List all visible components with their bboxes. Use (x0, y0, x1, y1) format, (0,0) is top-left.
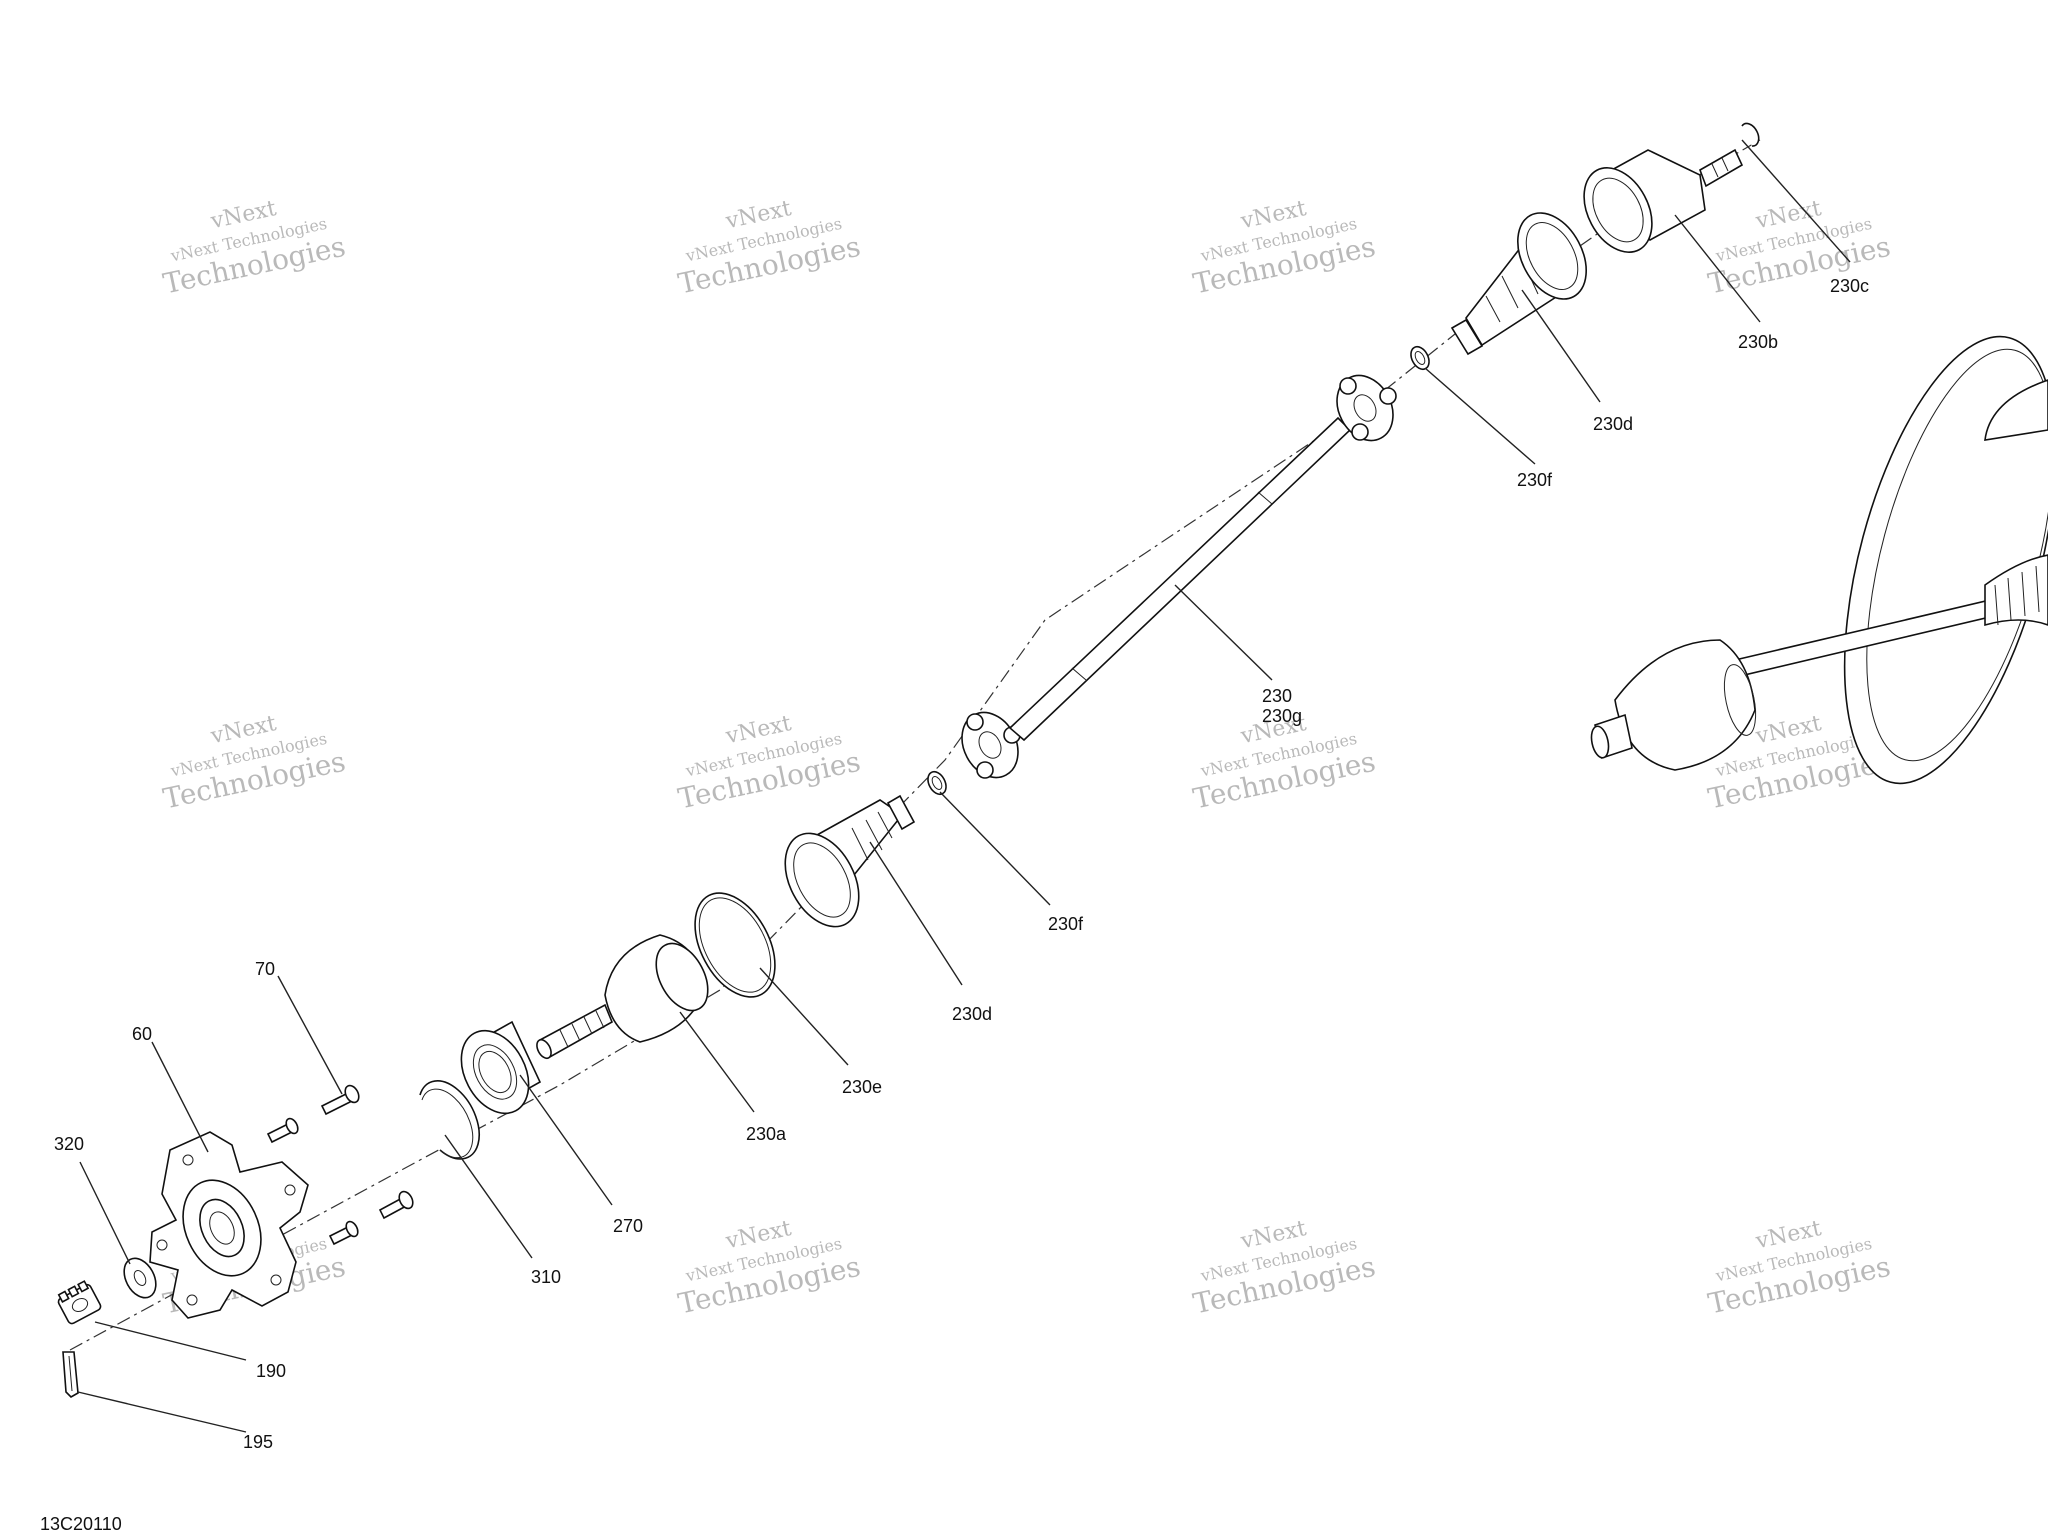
castle-nut-part (57, 1280, 102, 1325)
leader-70 (277, 975, 343, 1095)
callout-195: 195 (243, 1432, 273, 1452)
callout-230e: 230e (842, 1077, 882, 1097)
watermark: vNext vNext Technologies Technologies (675, 711, 863, 815)
callout-230d-lower: 230d (952, 1004, 992, 1024)
lower-tripod-joint-part (961, 711, 1021, 779)
leader-310 (444, 1134, 533, 1259)
leader-60 (151, 1041, 209, 1153)
callout-labels: 230c 230b 230d 230f 230 230g 230f 230d 2… (54, 276, 1869, 1452)
document-id: 13C20110 (40, 1514, 122, 1534)
leader-190 (94, 1321, 247, 1361)
callout-230a: 230a (746, 1124, 787, 1144)
lower-snap-ring-part (927, 770, 947, 796)
cotter-pin-part (62, 1351, 79, 1398)
leader-lines (77, 139, 1851, 1433)
watermark: vNext vNext Technologies Technologies (160, 196, 348, 300)
leader-230a (679, 1011, 755, 1113)
leader-230f-lower (939, 791, 1051, 906)
wheel-stud-part (378, 1190, 414, 1220)
callout-230b: 230b (1738, 332, 1778, 352)
outer-cv-joint-part (536, 934, 709, 1060)
watermark: vNext vNext Technologies Technologies (1190, 1216, 1378, 1320)
lower-boot-part (784, 794, 916, 928)
wheel-stud-part (320, 1084, 360, 1116)
wheel-stud-part (328, 1220, 359, 1246)
callout-310: 310 (531, 1267, 561, 1287)
leader-230f-upper (1424, 367, 1536, 465)
leader-195 (77, 1391, 247, 1433)
upper-tripod-joint-part (1336, 374, 1397, 442)
drive-shaft-part (1008, 416, 1352, 742)
callout-230f-lower: 230f (1048, 914, 1084, 934)
boot-clamp-part (694, 892, 776, 998)
callout-320: 320 (54, 1134, 84, 1154)
leader-230e (759, 967, 849, 1066)
bearing-part (460, 1020, 542, 1115)
watermark: vNext vNext Technologies Technologies (1190, 196, 1378, 300)
upper-snap-ring-part (1410, 345, 1430, 371)
callout-70: 70 (255, 959, 275, 979)
inner-joint-housing-part (1583, 148, 1744, 253)
callout-190: 190 (256, 1361, 286, 1381)
callout-230: 230 (1262, 686, 1292, 706)
leader-230c (1741, 139, 1851, 263)
circlip-part (1741, 122, 1760, 147)
callout-230c: 230c (1830, 276, 1869, 296)
watermark-layer: vNext vNext Technologies Technologies vN… (160, 196, 1893, 1320)
watermark: vNext vNext Technologies Technologies (675, 196, 863, 300)
callout-60: 60 (132, 1024, 152, 1044)
washer-part (123, 1257, 157, 1299)
watermark: vNext vNext Technologies Technologies (675, 1216, 863, 1320)
leader-230 (1174, 584, 1273, 681)
callout-270: 270 (613, 1216, 643, 1236)
upper-boot-part (1450, 212, 1587, 356)
callout-230f-upper: 230f (1517, 470, 1553, 490)
leader-270 (519, 1074, 613, 1206)
leader-230d-upper (1521, 289, 1601, 403)
watermark: vNext vNext Technologies Technologies (1705, 1216, 1893, 1320)
watermark: vNext vNext Technologies Technologies (160, 711, 348, 815)
assembled-reference-view (1590, 335, 2048, 785)
retaining-ring-part (419, 1080, 480, 1160)
wheel-stud-part (266, 1117, 299, 1144)
callout-230d-upper: 230d (1593, 414, 1633, 434)
leader-230d-lower (869, 841, 963, 986)
leader-320 (79, 1161, 131, 1265)
leader-230b (1674, 214, 1761, 323)
wheel-hub-part (149, 1131, 309, 1319)
callout-230g: 230g (1262, 706, 1302, 726)
